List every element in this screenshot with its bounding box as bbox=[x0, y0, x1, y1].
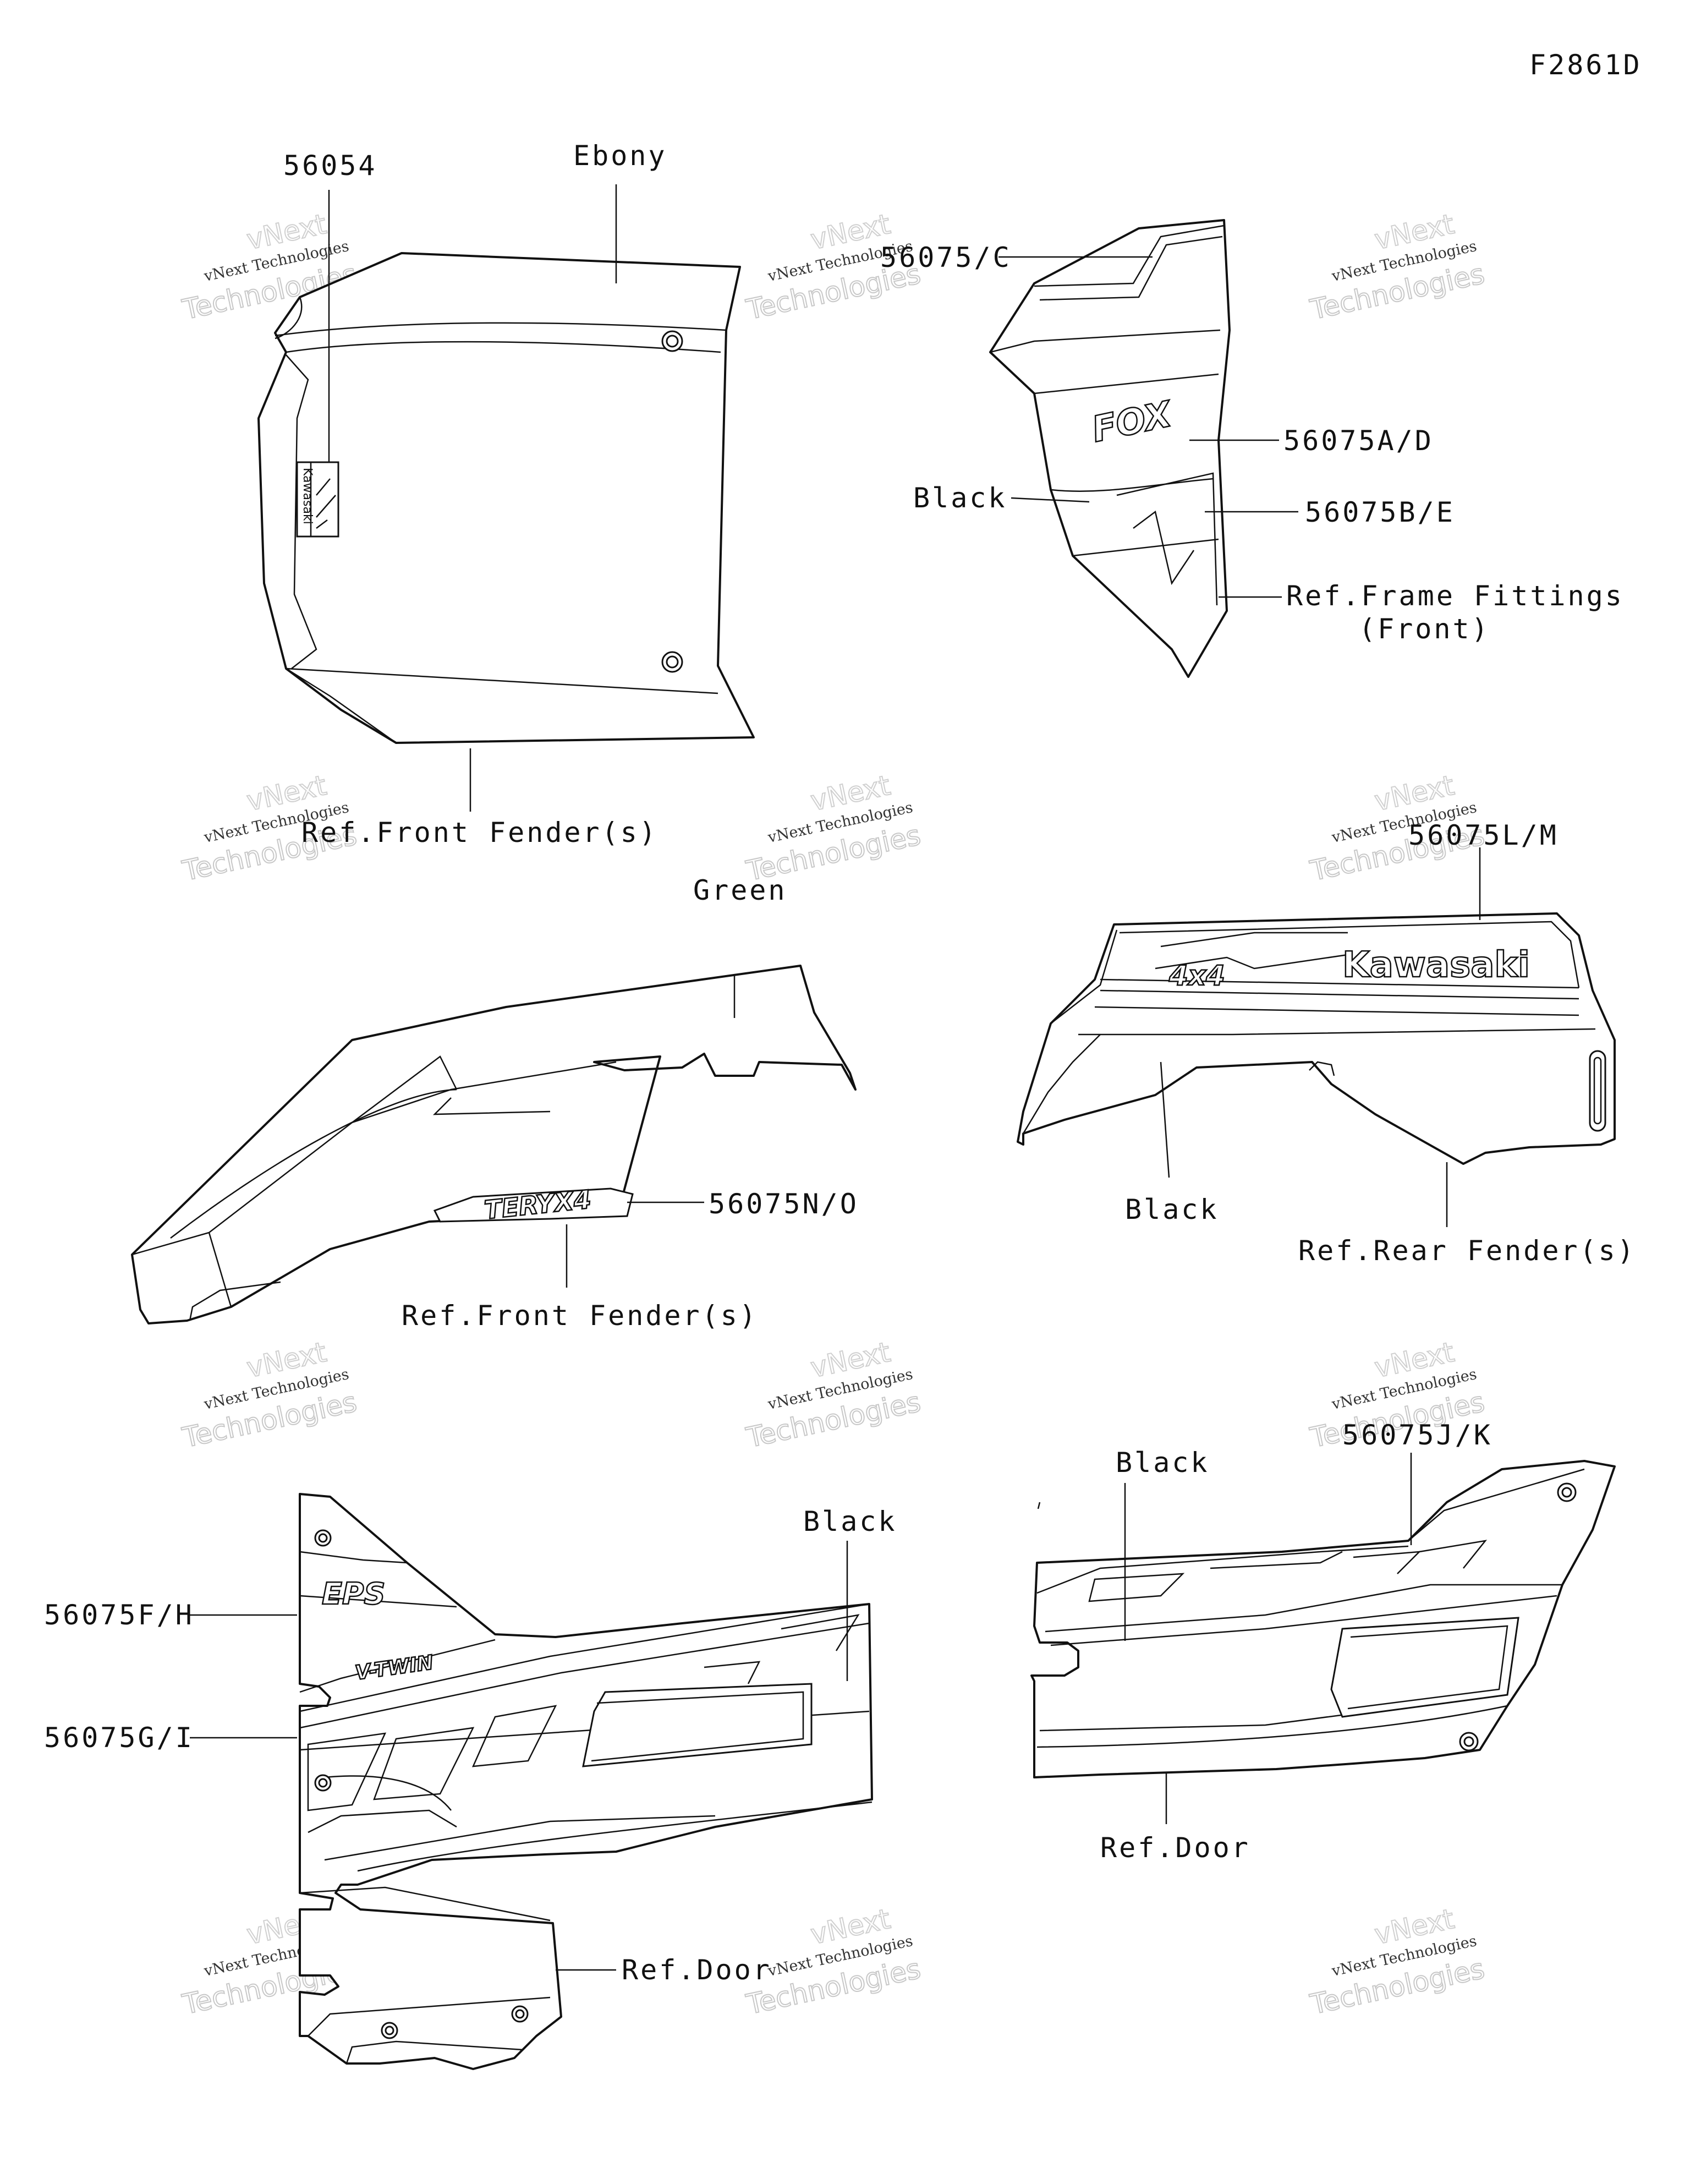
kawasaki-4x4-decal: Kawasaki 4x4 bbox=[1168, 944, 1530, 993]
rf-color-callout: Black bbox=[1125, 1194, 1219, 1225]
svg-text:4x4: 4x4 bbox=[1168, 960, 1225, 992]
hood-part: Kawasaki 56054 Ebony Ref.Front Fender(s) bbox=[257, 140, 755, 849]
figure-code: F2861D bbox=[1529, 49, 1642, 81]
rd-jk-callout: 56075J/K bbox=[1342, 1419, 1493, 1451]
rd-color-callout: Black bbox=[1116, 1447, 1210, 1479]
hood-ref-callout: Ref.Front Fender(s) bbox=[301, 817, 658, 849]
right-door-window bbox=[1330, 1617, 1519, 1718]
svg-text:Kawasaki: Kawasaki bbox=[1342, 945, 1530, 986]
hood-outline bbox=[257, 252, 755, 744]
frame-ref-callout-line1: Ref.Frame Fittings bbox=[1286, 580, 1624, 612]
stray-mark bbox=[1037, 1502, 1041, 1509]
frame-fitting-outline bbox=[989, 219, 1231, 678]
frame-ad-callout: 56075A/D bbox=[1283, 425, 1434, 457]
ld-gi-callout: 56075G/I bbox=[44, 1722, 194, 1754]
hood-part-callout: 56054 bbox=[283, 150, 377, 182]
frame-ref-callout-line2: (Front) bbox=[1359, 613, 1490, 645]
frame-color-callout: Black bbox=[913, 482, 1007, 514]
watermark: vNext vNext Technologies Technologies bbox=[743, 769, 924, 888]
ff-ref-callout: Ref.Front Fender(s) bbox=[402, 1300, 758, 1332]
rear-fender-part: Kawasaki 4x4 56075L/M Black Ref.Rear Fen… bbox=[1017, 819, 1636, 1267]
rd-ref-callout: Ref.Door bbox=[1100, 1832, 1250, 1864]
left-door-window bbox=[582, 1683, 813, 1767]
eps-decal: EPS bbox=[321, 1576, 386, 1612]
left-door-outline bbox=[299, 1493, 873, 2070]
ff-color-callout: Green bbox=[693, 874, 787, 906]
ff-no-callout: 56075N/O bbox=[709, 1188, 859, 1220]
kawasaki-emblem-decal: Kawasaki bbox=[296, 461, 339, 538]
ld-fh-callout: 56075F/H bbox=[44, 1599, 194, 1631]
rear-fender-outline bbox=[1017, 912, 1616, 1165]
right-door-part: 56075J/K Black Ref.Door bbox=[1030, 1419, 1616, 1864]
ld-color-callout: Black bbox=[803, 1506, 897, 1537]
frame-fitting-part: FOX 56075/C 56075A/D Black 56075B/E Ref.… bbox=[880, 219, 1624, 678]
hood-color-callout: Ebony bbox=[573, 140, 667, 172]
rf-ref-callout: Ref.Rear Fender(s) bbox=[1298, 1235, 1636, 1267]
rf-lm-callout: 56075L/M bbox=[1408, 819, 1559, 851]
emblem-text: Kawasaki bbox=[300, 468, 314, 524]
right-door-outline bbox=[1030, 1460, 1616, 1778]
frame-c-callout: 56075/C bbox=[880, 242, 1012, 273]
front-fender-part: TERYX4 Green 56075N/O Ref.Front Fender(s… bbox=[131, 874, 859, 1332]
ld-ref-callout: Ref.Door bbox=[622, 1954, 772, 1986]
svg-text:EPS: EPS bbox=[322, 1577, 385, 1611]
watermark: vNext vNext Technologies Technologies bbox=[1307, 207, 1488, 326]
watermark: vNext vNext Technologies Technologies bbox=[743, 1335, 924, 1454]
teryx-decal: TERYX4 bbox=[433, 1184, 634, 1225]
watermark: vNext vNext Technologies Technologies bbox=[1307, 1902, 1488, 2021]
left-door-part: EPS V-TWIN 56075F/H 56075G/I Black Ref.D… bbox=[44, 1493, 897, 2070]
frame-be-callout: 56075B/E bbox=[1305, 496, 1455, 528]
rear-fender-vent bbox=[1589, 1050, 1606, 1132]
watermark: vNext vNext Technologies Technologies bbox=[179, 1335, 360, 1454]
front-fender-outline bbox=[131, 965, 857, 1324]
